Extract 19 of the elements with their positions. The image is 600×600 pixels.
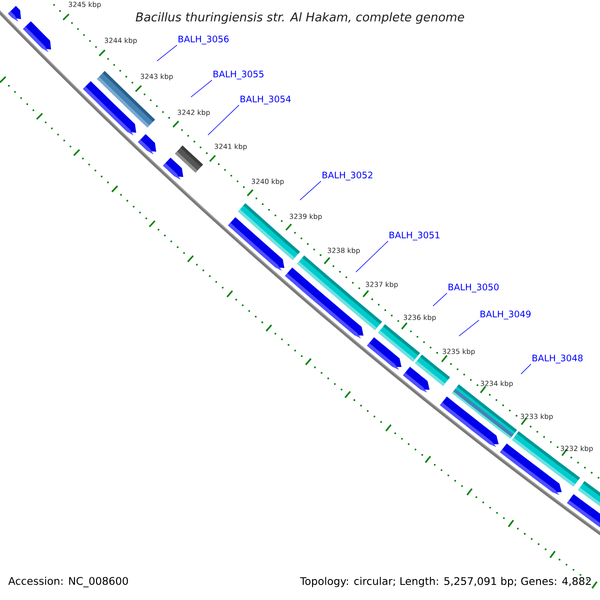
gene-label: BALH_3055 [214,70,264,80]
leader-line [520,364,532,374]
leader-line [190,80,212,98]
accession-text: Accession: NC_008600 [8,576,128,588]
gene-label: BALH_3052 [322,172,372,180]
gene-label: BALH_3050 [448,284,499,292]
genome-info-text: Topology: circular; Length: 5,257,091 bp; Genes: 4,882 [300,576,591,588]
gene-label: BALH_3048 [532,354,583,364]
gene-label: BALH_3049 [480,310,531,320]
leader-line [458,320,480,336]
gene-label: BALH_3054 [240,96,291,104]
leader-line [356,240,388,272]
leader-line [432,292,448,306]
leader-line [208,104,240,136]
title: Bacillus thuringiensis str. Al Hakam, complete genome [136,12,464,24]
gene-label: BALH_3056 [178,36,229,44]
leader-line [156,44,178,62]
leader-line [300,180,322,200]
gene-label: BALH_3051 [390,232,440,240]
